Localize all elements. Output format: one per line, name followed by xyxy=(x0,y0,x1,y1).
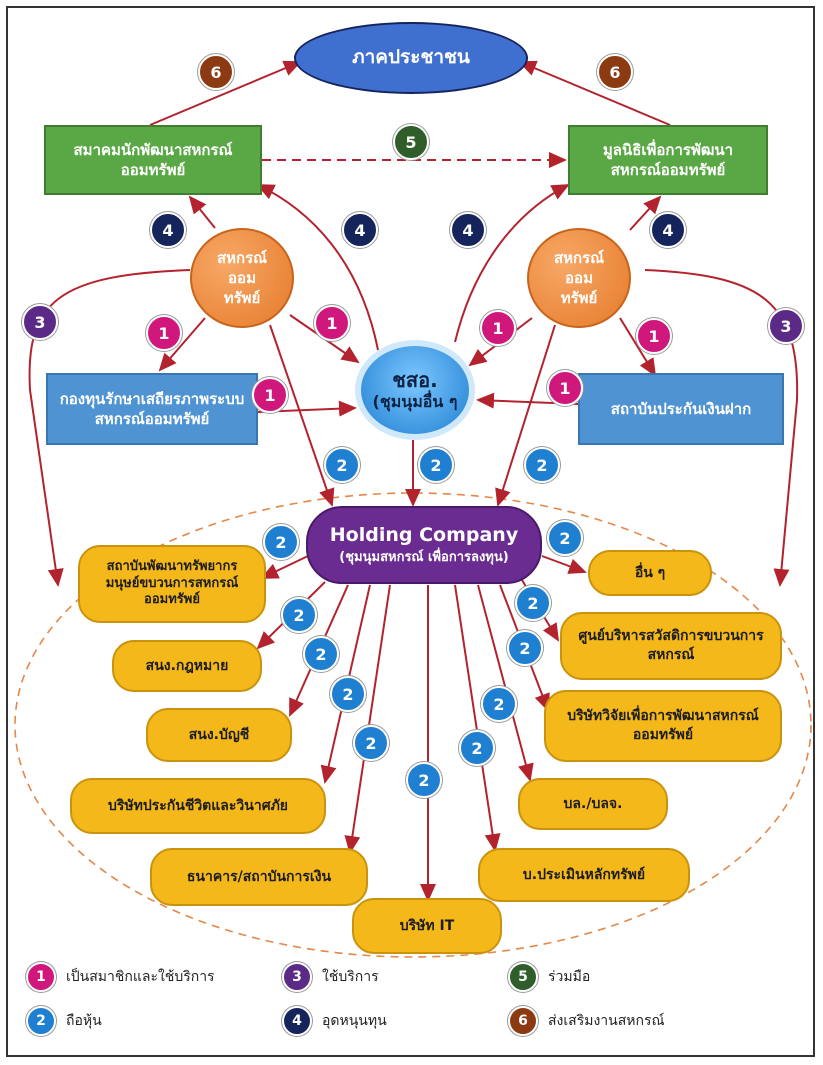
arrow-holding-to-rating xyxy=(454,584,501,852)
badge-1-e: 1 xyxy=(252,377,288,413)
badge-3-left: 3 xyxy=(22,304,58,340)
badge-1-d: 1 xyxy=(636,318,672,354)
others-node: อื่น ๆ xyxy=(588,550,712,596)
stability-fund-node: กองทุนรักษาเสถียรภาพระบบสหกรณ์ออมทรัพย์ xyxy=(46,373,258,445)
arrow-holding-to-assetmgmt xyxy=(477,584,534,782)
legend-badge-2: 2 xyxy=(26,1006,56,1036)
legend-label-4: อุดหนุนทุน xyxy=(322,1013,387,1029)
arrow-coop-left-to-hr xyxy=(28,269,191,587)
holding-company-node: Holding Company (ชุมนุมสหกรณ์ เพื่อการลง… xyxy=(306,506,542,584)
diagram-frame xyxy=(6,6,815,1057)
legend-label-3: ใช้บริการ xyxy=(322,969,379,985)
legend-badge-1: 1 xyxy=(26,962,56,992)
legend-item-3: 3 ใช้บริการ xyxy=(282,962,379,992)
holding-group-boundary xyxy=(14,492,812,958)
deposit-institute-node: สถาบันประกันเงินฝาก xyxy=(578,373,784,445)
arrow-coop-left-to-fund xyxy=(158,317,206,372)
badge-5: 5 xyxy=(393,124,429,160)
bank-node: ธนาคาร/สถาบันการเงิน xyxy=(150,848,368,906)
arrow-center-to-association xyxy=(256,184,379,351)
badge-2-insurance: 2 xyxy=(330,676,366,712)
association-node: สมาคมนักพัฒนาสหกรณ์ออมทรัพย์ xyxy=(44,125,262,195)
securities-rating-node: บ.ประเมินหลักทรัพย์ xyxy=(478,848,690,902)
arrow-center-to-foundation xyxy=(454,184,570,343)
badge-4-c: 4 xyxy=(450,212,486,248)
badge-2-legal: 2 xyxy=(281,597,317,633)
arrow-coop-right-to-holding xyxy=(495,324,556,507)
asset-mgmt-node: บล./บลจ. xyxy=(518,778,668,830)
badge-1-a: 1 xyxy=(146,315,182,351)
arrow-coop-left-to-holding xyxy=(269,324,335,507)
foundation-node: มูลนิธิเพื่อการพัฒนาสหกรณ์ออมทรัพย์ xyxy=(568,125,768,195)
badge-4-b: 4 xyxy=(342,212,378,248)
legend-badge-6: 6 xyxy=(508,1006,538,1036)
arrow-association-to-public xyxy=(149,60,302,126)
arrow-holding-to-others xyxy=(541,555,587,574)
badge-2-it: 2 xyxy=(406,762,442,798)
arrow-coop-right-to-others xyxy=(644,269,799,587)
badge-4-d: 4 xyxy=(650,212,686,248)
badge-2-accounting: 2 xyxy=(303,636,339,672)
insurance-company-node: บริษัทประกันชีวิตและวินาศภัย xyxy=(70,778,326,834)
legal-office-node: สนง.กฎหมาย xyxy=(112,640,262,692)
accounting-office-node: สนง.บัญชี xyxy=(146,708,292,762)
badge-6-left: 6 xyxy=(198,54,234,90)
it-company-node: บริษัท IT xyxy=(352,898,502,954)
badge-1-c: 1 xyxy=(480,310,516,346)
badge-4-a: 4 xyxy=(150,212,186,248)
badge-1-b: 1 xyxy=(314,305,350,341)
arrow-coop-left-to-association xyxy=(188,195,216,229)
legend-label-6: ส่งเสริมงานสหกรณ์ xyxy=(548,1013,665,1029)
coop-left-node: สหกรณ์ออมทรัพย์ xyxy=(190,228,294,328)
badge-2-hr: 2 xyxy=(263,524,299,560)
badge-3-right: 3 xyxy=(768,308,804,344)
center-label-line1: ชสอ. xyxy=(392,368,438,393)
badge-2-research: 2 xyxy=(481,686,517,722)
badge-2-rating: 2 xyxy=(459,730,495,766)
center-label-line2: (ชุมนุมอื่น ๆ xyxy=(372,392,458,412)
legend-label-1: เป็นสมาชิกและใช้บริการ xyxy=(66,969,215,985)
badge-1-f: 1 xyxy=(547,370,583,406)
legend-item-5: 5 ร่วมมือ xyxy=(508,962,590,992)
hr-institute-node: สถาบันพัฒนาทรัพยากรมนุษย์ขบวนการสหกรณ์ออ… xyxy=(78,545,266,623)
arrow-holding-to-bank xyxy=(344,584,391,854)
arrow-foundation-to-public xyxy=(518,60,671,126)
badge-2-center: 2 xyxy=(418,447,454,483)
badge-2-welfare: 2 xyxy=(515,585,551,621)
badge-2-coop-left: 2 xyxy=(324,447,360,483)
coop-right-node: สหกรณ์ออมทรัพย์ xyxy=(527,228,631,328)
center-node: ชสอ. (ชุมนุมอื่น ๆ xyxy=(355,340,475,440)
legend-badge-3: 3 xyxy=(282,962,312,992)
holding-subtitle: (ชุมนุมสหกรณ์ เพื่อการลงทุน) xyxy=(339,550,509,566)
arrow-holding-to-hr xyxy=(260,555,309,579)
legend-badge-4: 4 xyxy=(282,1006,312,1036)
research-company-node: บริษัทวิจัยเพื่อการพัฒนาสหกรณ์ออมทรัพย์ xyxy=(544,690,782,762)
arrow-coop-right-to-foundation xyxy=(629,195,662,231)
holding-title: Holding Company xyxy=(329,524,519,547)
legend-label-2: ถือหุ้น xyxy=(66,1013,102,1029)
arrow-coop-right-to-deposit xyxy=(619,317,657,377)
legend-item-4: 4 อุดหนุนทุน xyxy=(282,1006,387,1036)
welfare-center-node: ศูนย์บริหารสวัสดิการขบวนการสหกรณ์ xyxy=(560,612,782,680)
legend-label-5: ร่วมมือ xyxy=(548,969,591,985)
badge-2-bank: 2 xyxy=(353,725,389,761)
legend-item-1: 1 เป็นสมาชิกและใช้บริการ xyxy=(26,962,215,992)
public-sector-node: ภาคประชาชน xyxy=(294,22,528,94)
badge-2-coop-right: 2 xyxy=(524,447,560,483)
badge-2-welfare-b: 2 xyxy=(507,630,543,666)
badge-6-right: 6 xyxy=(597,54,633,90)
legend-badge-5: 5 xyxy=(508,962,538,992)
badge-2-others: 2 xyxy=(547,520,583,556)
legend-item-2: 2 ถือหุ้น xyxy=(26,1006,102,1036)
legend-item-6: 6 ส่งเสริมงานสหกรณ์ xyxy=(508,1006,664,1036)
